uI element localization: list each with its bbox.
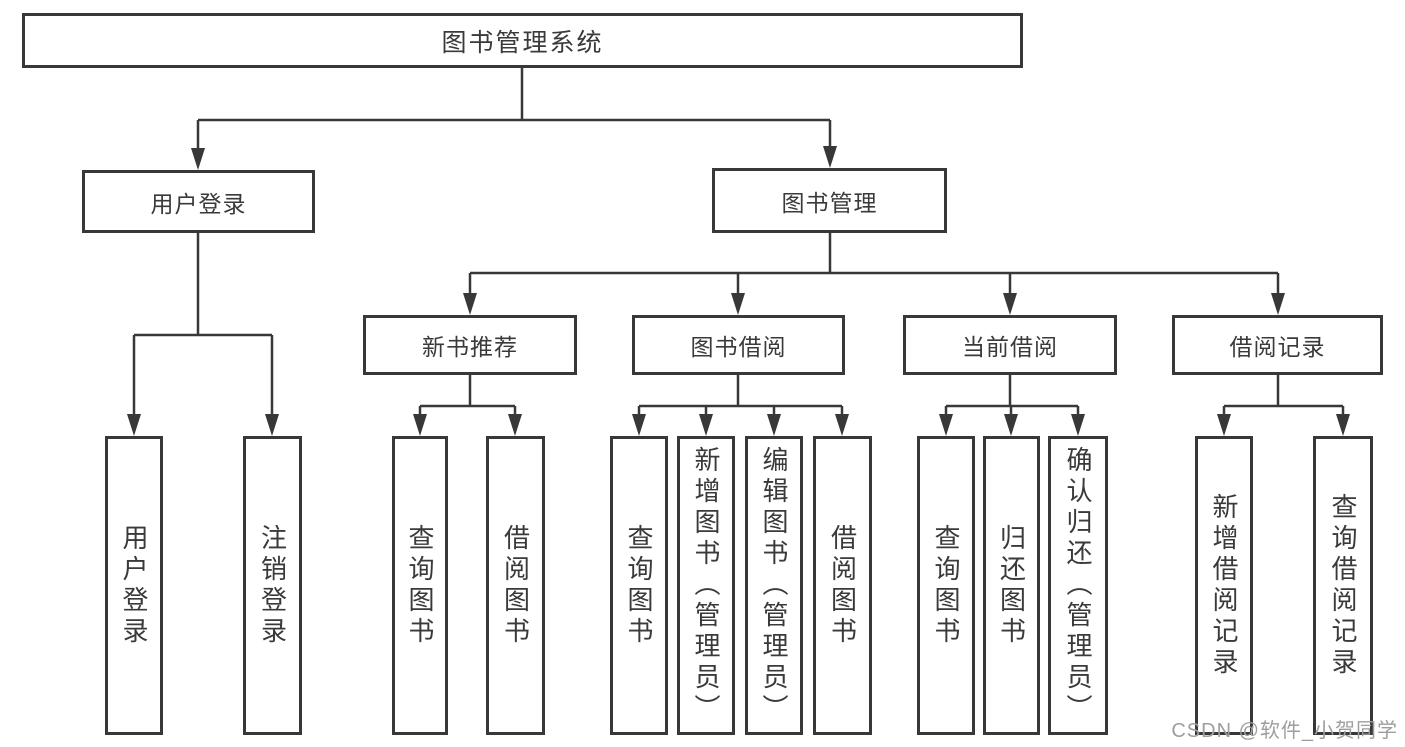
node-label: 注销登录: [257, 523, 288, 648]
csdn-watermark: CSDN @软件_小贺同学: [1171, 720, 1398, 742]
node-label: 借阅图书: [827, 523, 858, 648]
node-new-book-recommend: 新书推荐: [363, 315, 577, 375]
node-label: 借阅记录: [1229, 334, 1326, 360]
node-add-borrow-record: 新增借阅记录: [1195, 436, 1253, 735]
node-user-login: 用户登录: [105, 436, 163, 735]
node-logout: 注销登录: [243, 436, 302, 735]
node-label: 查询图书: [624, 523, 654, 648]
node-borrowing-records: 借阅记录: [1172, 315, 1383, 375]
node-add-book-admin: 新增图书（管理员）: [677, 436, 735, 735]
node-label: 新增图书（管理员）: [691, 446, 721, 725]
node-query-borrow-record: 查询借阅记录: [1313, 436, 1373, 735]
node-label: 编辑图书（管理员）: [759, 446, 789, 725]
node-label: 当前借阅: [962, 334, 1058, 360]
node-label: 查询图书: [931, 523, 961, 648]
node-query-books-borrowing: 查询图书: [610, 436, 668, 735]
node-label: 归还图书: [996, 523, 1027, 648]
node-label: 查询借阅记录: [1328, 492, 1358, 679]
node-label: 图书借阅: [690, 334, 787, 360]
node-label: 新书推荐: [422, 334, 518, 360]
node-borrow-books-recommend: 借阅图书: [486, 436, 545, 735]
node-return-book: 归还图书: [983, 436, 1040, 735]
node-edit-book-admin: 编辑图书（管理员）: [745, 436, 803, 735]
node-user-login-module: 用户登录: [82, 170, 315, 233]
node-label: 查询图书: [405, 523, 435, 648]
node-label: 确认归还（管理员）: [1063, 446, 1093, 725]
node-label: 借阅图书: [500, 523, 531, 648]
node-confirm-return-admin: 确认归还（管理员）: [1048, 436, 1108, 735]
node-label: 图书管理系统: [441, 28, 604, 57]
node-label: 用户登录: [150, 190, 247, 217]
node-library-management-system: 图书管理系统: [22, 13, 1023, 68]
node-query-books-current: 查询图书: [917, 436, 975, 735]
node-label: 新增借阅记录: [1209, 492, 1239, 679]
node-book-management-module: 图书管理: [712, 168, 947, 233]
node-label: 用户登录: [119, 523, 149, 648]
node-current-borrowing: 当前借阅: [903, 315, 1117, 375]
node-query-books-recommend: 查询图书: [392, 436, 448, 735]
node-book-borrowing: 图书借阅: [632, 315, 845, 375]
node-label: 图书管理: [781, 189, 878, 216]
node-borrow-books: 借阅图书: [813, 436, 872, 735]
arrowheads: [127, 146, 1350, 436]
connector-lines: [132, 68, 1345, 417]
